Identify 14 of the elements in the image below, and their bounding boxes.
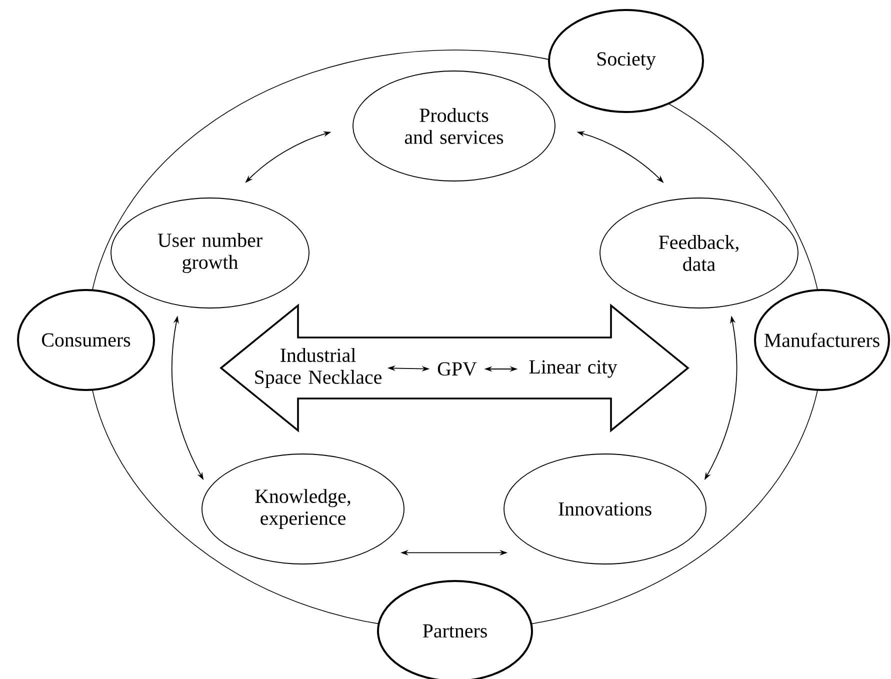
oval-node: Society [548, 9, 704, 113]
node-label: Industrial Space Necklace [255, 348, 382, 388]
oval-node: Partners [377, 580, 533, 679]
node-label: GPV [438, 362, 477, 376]
node-label: Manufacturers [764, 332, 880, 348]
oval-node: User number growth [110, 198, 310, 308]
node-label: Partners [422, 624, 487, 638]
oval-node: Innovations [504, 454, 706, 564]
oval-node: Consumers [17, 289, 155, 391]
oval-node: Manufacturers [754, 289, 890, 391]
oval-node: Products and services [352, 70, 556, 182]
oval-node: Feedback, data [600, 198, 798, 308]
oval-node: Knowledge, experience [202, 454, 404, 564]
node-label: Linear city [529, 360, 618, 378]
